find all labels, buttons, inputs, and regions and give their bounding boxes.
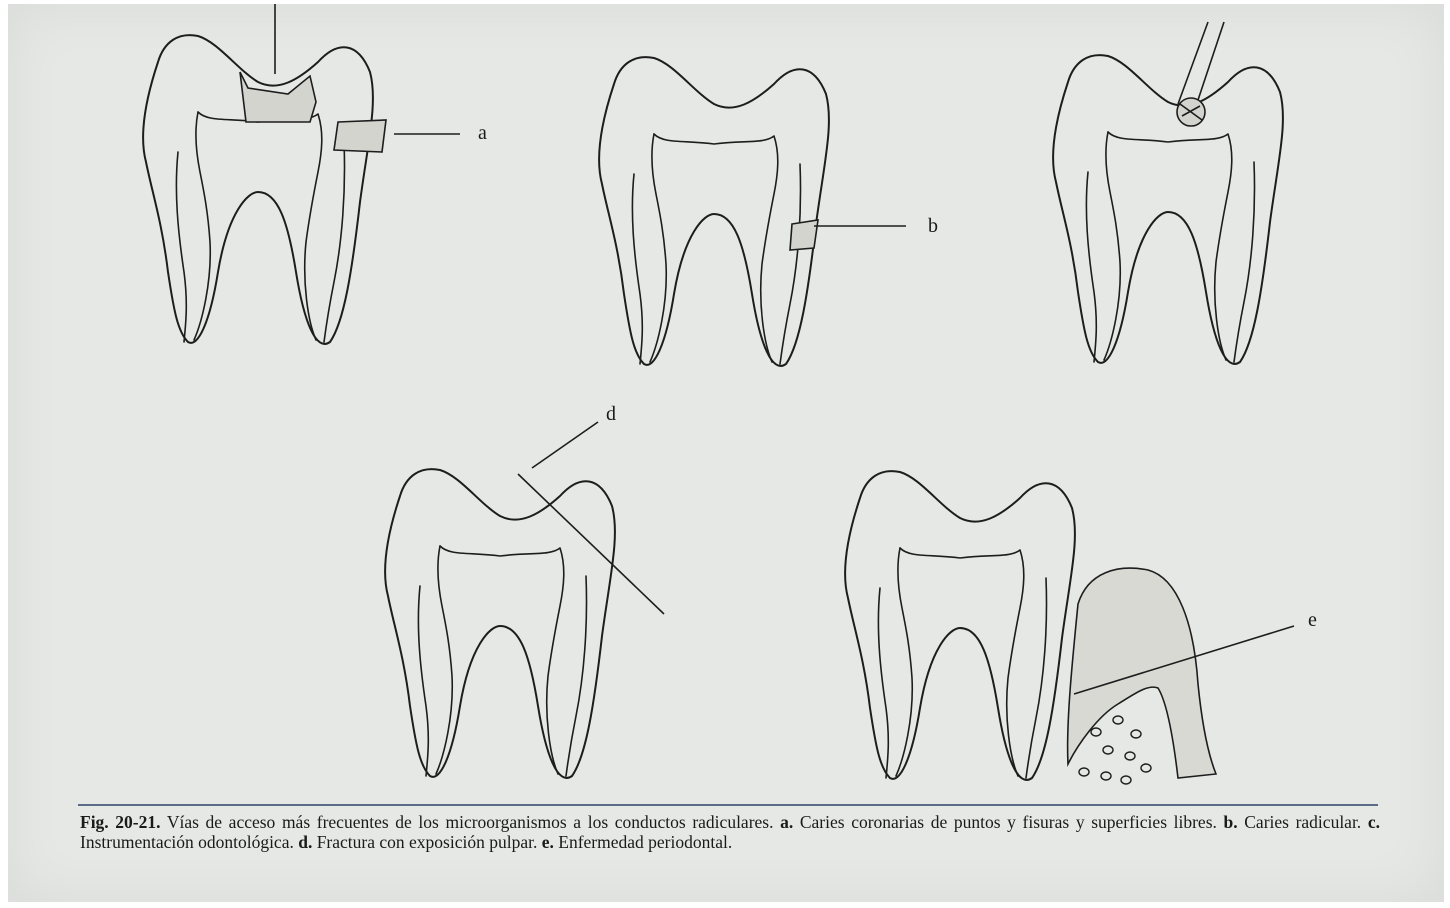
tooth-c bbox=[1053, 22, 1283, 364]
caries-root bbox=[790, 220, 818, 250]
tooth-e bbox=[845, 471, 1075, 780]
caption-text-b: Caries radicular. bbox=[1238, 812, 1368, 832]
caption-text-d: Fractura con exposición pulpar. bbox=[312, 832, 541, 852]
figure-caption: Fig. 20-21. Vías de acceso más frecuente… bbox=[80, 812, 1380, 852]
label-b: b bbox=[928, 215, 938, 237]
leader-d bbox=[532, 422, 598, 468]
figure-page: a b d bbox=[8, 4, 1444, 902]
caption-intro: Vías de acceso más frecuentes de los mic… bbox=[161, 812, 781, 832]
tooth-b bbox=[599, 57, 829, 366]
caries-occlusal bbox=[240, 72, 316, 122]
caption-key-b: b. bbox=[1224, 812, 1238, 832]
caption-key-e: e. bbox=[542, 832, 554, 852]
fracture-line bbox=[518, 474, 664, 614]
figure-number: Fig. 20-21. bbox=[80, 812, 161, 832]
label-e: e bbox=[1308, 609, 1317, 631]
tooth-a bbox=[143, 4, 386, 344]
caption-text-a: Caries coronarias de puntos y fisuras y … bbox=[793, 812, 1223, 832]
caption-text-c: Instrumentación odontológica. bbox=[80, 832, 298, 852]
bur-shank-right bbox=[1196, 22, 1224, 106]
label-a: a bbox=[478, 122, 487, 144]
label-d: d bbox=[606, 403, 616, 425]
tooth-d bbox=[385, 469, 615, 778]
caption-rule bbox=[78, 804, 1378, 806]
caries-free-surface bbox=[334, 120, 386, 152]
caption-key-c: c. bbox=[1368, 812, 1380, 832]
caption-text-e: Enfermedad periodontal. bbox=[554, 832, 732, 852]
caption-key-d: d. bbox=[298, 832, 312, 852]
teeth-diagram: a b d bbox=[8, 4, 1444, 902]
bur-shank-left bbox=[1178, 22, 1208, 104]
caption-key-a: a. bbox=[780, 812, 793, 832]
